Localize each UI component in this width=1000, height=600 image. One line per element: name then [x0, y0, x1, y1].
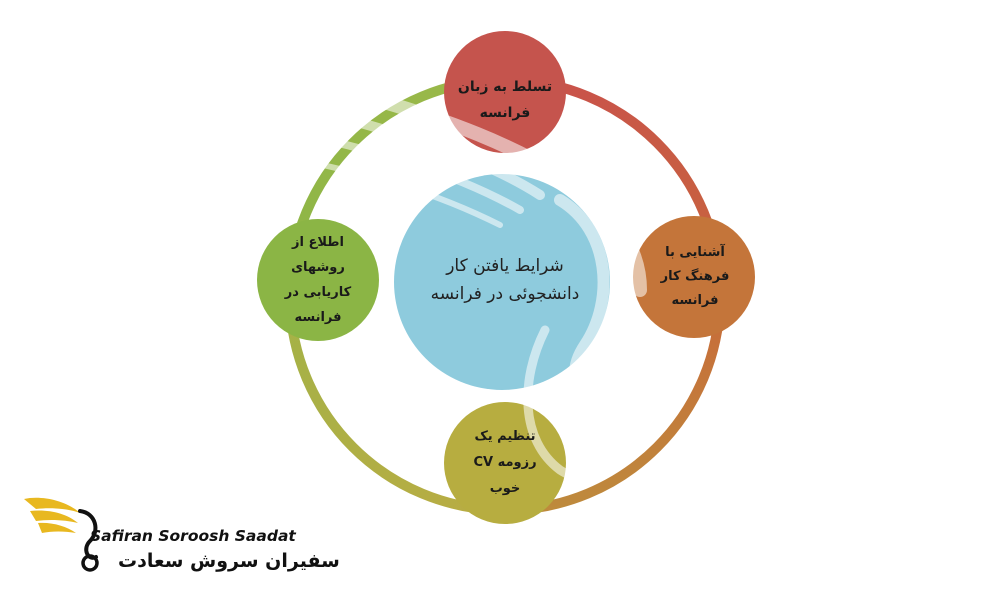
brand-name-fa: سفیران سروش سعادت	[118, 550, 340, 572]
ring-arc-right-bottom	[511, 301, 725, 515]
ring-arc-bottom-left	[285, 301, 499, 515]
node-top-circle	[444, 31, 566, 153]
logo-wing-icon	[24, 497, 99, 572]
node-left-circle	[257, 219, 379, 341]
node-right-circle	[633, 216, 755, 338]
brand-name-en: Safiran Soroosh Saadat	[90, 527, 296, 545]
brand-logo: Safiran Soroosh Saadat سفیران سروش سعادت	[18, 496, 340, 582]
watermark-wing-icon	[258, 63, 647, 483]
center-circle	[394, 174, 610, 390]
